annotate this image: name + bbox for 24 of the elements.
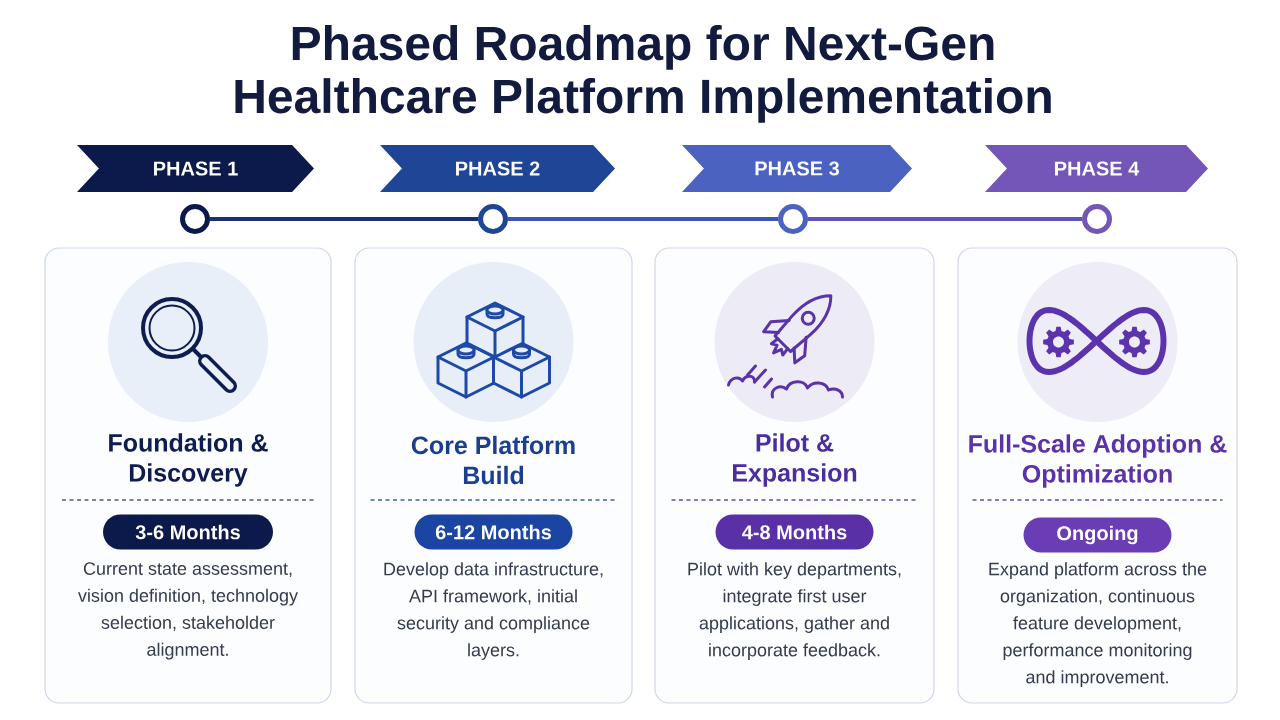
- card-title: Foundation & Discovery: [109, 433, 268, 487]
- card-description: Develop data infrastructure, API framework, initial security and compliance layers.: [384, 562, 603, 660]
- timeline-line: [210, 217, 478, 221]
- phase-chevron: PHASE 1: [77, 145, 314, 192]
- card-title: Pilot & Expansion: [733, 433, 857, 487]
- phase-chevron: PHASE 4: [985, 145, 1208, 192]
- duration-pill: 3-6 Months: [103, 514, 273, 550]
- card-title: Core Platform Build: [411, 435, 575, 485]
- timeline-dot: [180, 204, 210, 234]
- duration-pill: 4-8 Months: [715, 514, 874, 550]
- timeline-dot: [1082, 204, 1112, 234]
- timeline-dot: [478, 204, 508, 234]
- duration-pill: Ongoing: [1023, 517, 1172, 553]
- timeline-line: [808, 217, 1082, 221]
- title: Phased Roadmap for Next-Gen Healthcare Platform Implementation: [235, 25, 1051, 123]
- duration-pill: 6-12 Months: [414, 514, 573, 550]
- card-description: Current state assessment, vision definition, technology selection, stakeholder alignment.: [78, 562, 298, 660]
- timeline-dot: [778, 204, 808, 234]
- phase-chevron: PHASE 3: [682, 145, 912, 192]
- timeline-line: [508, 217, 778, 221]
- card-description: Expand platform across the organization, continuous feature development, performance monitoring and improvement.: [989, 562, 1207, 687]
- card-description: Pilot with key departments, integrate first user applications, gather and incorporate feedback.: [688, 562, 901, 660]
- phase-chevron: PHASE 2: [380, 145, 615, 192]
- card-title: Full-Scale Adoption & Optimization: [969, 434, 1227, 488]
